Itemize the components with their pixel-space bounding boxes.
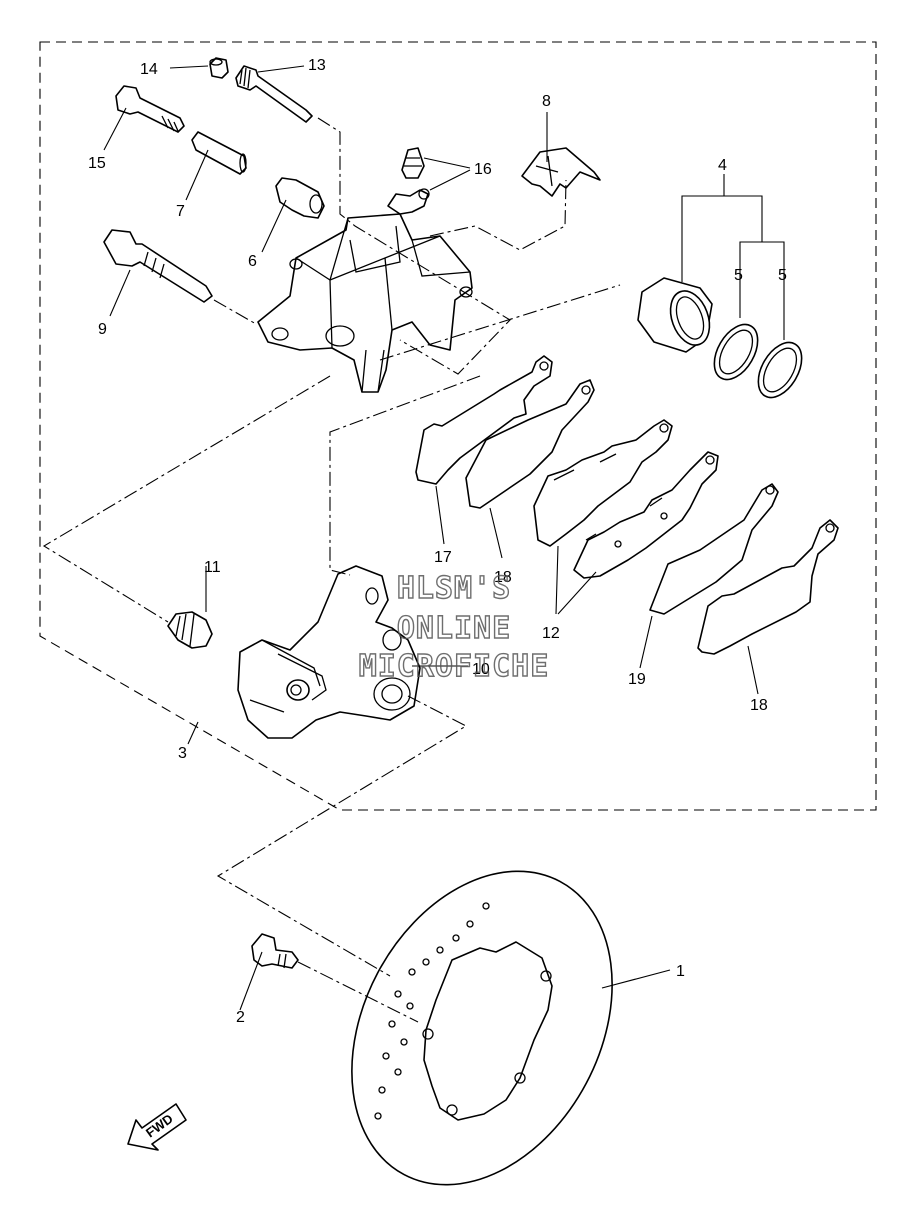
callout-17: 17: [434, 549, 452, 566]
callout-2: 2: [236, 1009, 245, 1026]
callout-11: 11: [204, 559, 221, 576]
pad-shim-18: [697, 519, 839, 655]
callout-3: 3: [178, 745, 187, 762]
seal-5a: [713, 323, 759, 381]
pad-backing-19a: [465, 379, 595, 509]
connector-lines: [42, 117, 621, 1023]
caliper-body: [257, 213, 473, 393]
callout-14: 14: [140, 61, 158, 78]
piston-4: [637, 277, 713, 353]
callout-12: 12: [542, 625, 560, 642]
assembly-boundary: [39, 41, 877, 811]
disc-bolt-2: [251, 933, 299, 969]
seal-5b: [757, 341, 803, 399]
callout-5b: 5: [778, 267, 787, 284]
pin-7: [191, 131, 247, 175]
boot-11: [167, 611, 213, 649]
callout-10: 10: [472, 661, 490, 678]
callout-1: 1: [676, 963, 685, 980]
leader-lines: [103, 65, 785, 1011]
callout-13: 13: [308, 57, 326, 74]
callout-9: 9: [98, 321, 107, 338]
watermark: HLSM'S ONLINE MICROFICHE: [358, 570, 550, 684]
cap-14: [209, 57, 229, 79]
disc-holes: [374, 902, 490, 1120]
callout-7: 7: [176, 203, 185, 220]
boot-6: [275, 177, 325, 219]
callout-6: 6: [248, 253, 257, 270]
watermark-line-1: HLSM'S: [397, 571, 511, 606]
brake-disc-1: [351, 870, 613, 1186]
callout-18a: 18: [494, 569, 512, 586]
bleed-screw-16: [387, 147, 430, 215]
slide-pin-13: [235, 65, 313, 123]
pad-shim-17: [415, 355, 553, 485]
callout-16: 16: [474, 161, 492, 178]
watermark-line-3: MICROFICHE: [359, 649, 550, 684]
callout-5a: 5: [734, 267, 743, 284]
brake-pads-12: [533, 419, 719, 579]
callout-labels: 1 2 3 4 5 5 6 7 8 9 10 11 12 13 14 15 16…: [88, 57, 787, 1026]
callout-8: 8: [542, 93, 551, 110]
callout-4: 4: [718, 157, 727, 174]
forward-arrow-icon: FWD: [127, 1103, 187, 1151]
watermark-line-2: ONLINE: [397, 611, 511, 646]
caliper-bracket: [237, 565, 421, 739]
bolt-9: [103, 229, 213, 303]
callout-19: 19: [628, 671, 646, 688]
pad-backing-19b: [649, 483, 779, 615]
callout-15: 15: [88, 155, 106, 172]
bolt-15: [115, 85, 185, 133]
pad-spring-8: [521, 147, 601, 197]
callout-18b: 18: [750, 697, 768, 714]
